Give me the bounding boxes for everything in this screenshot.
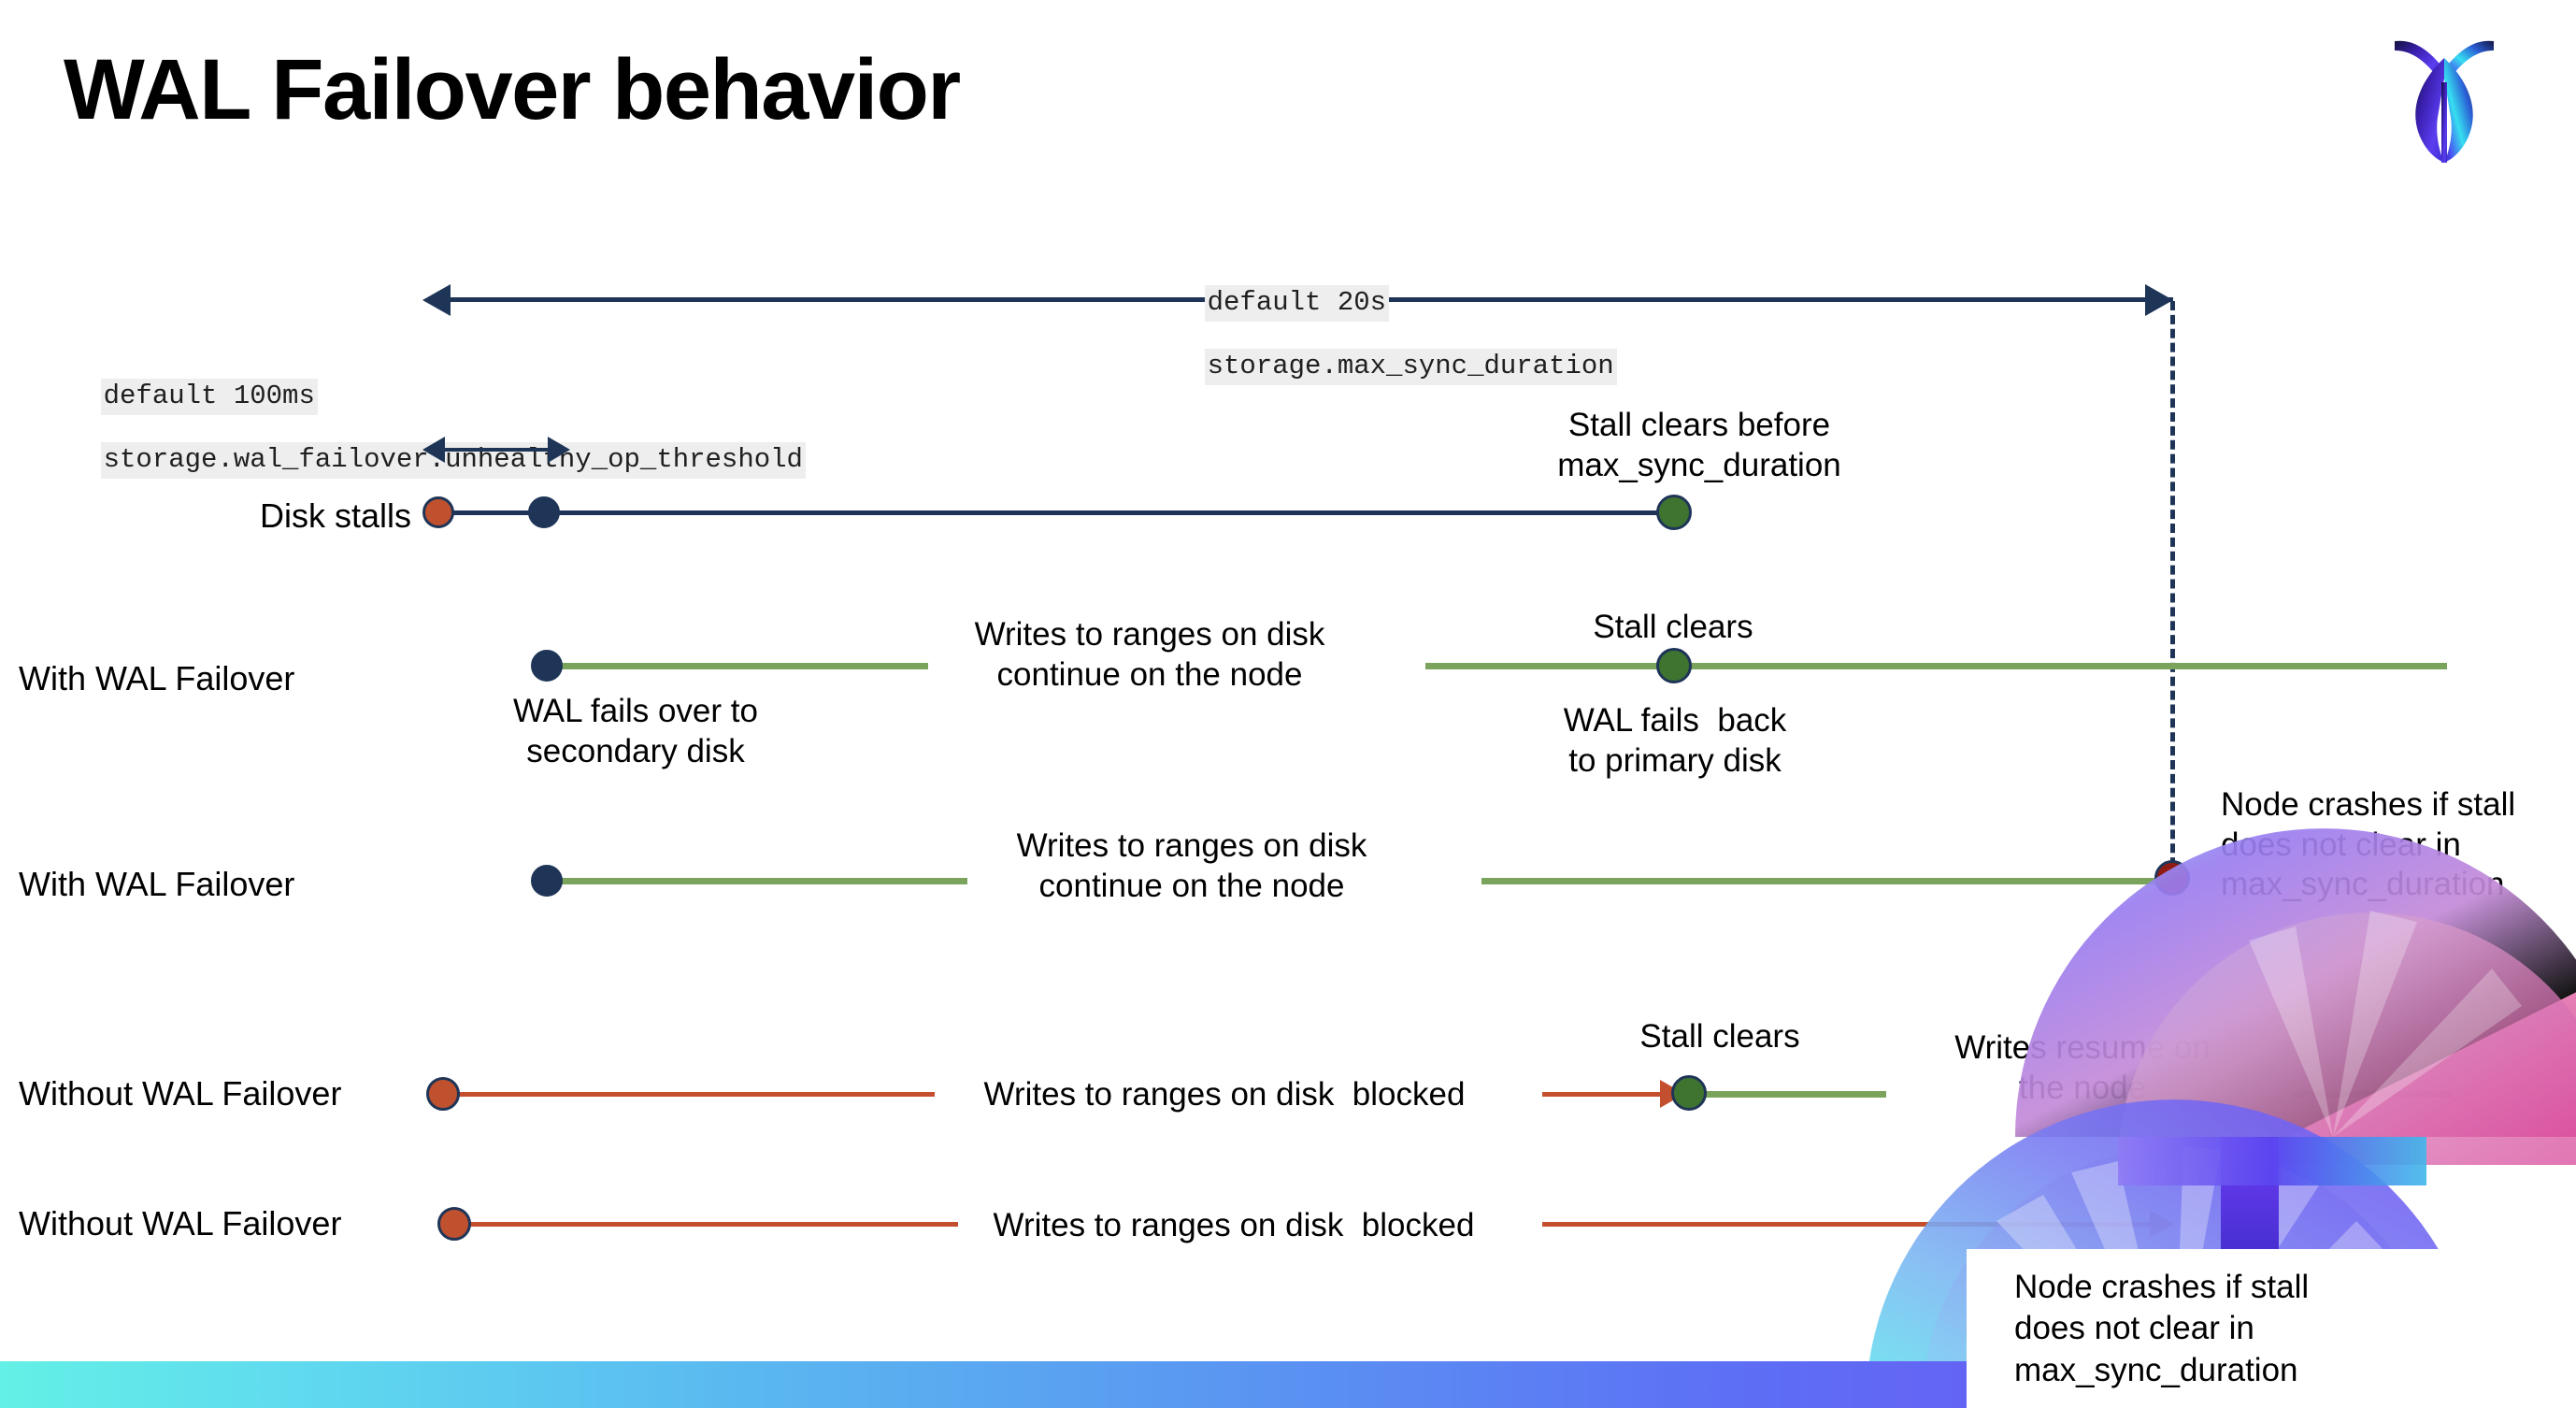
crash-callout-box xyxy=(1967,1249,2576,1408)
without-wal-failover-2-timeline-left xyxy=(458,1222,958,1227)
with-wal-failover-2-failover-dot xyxy=(531,865,563,897)
unhealthy-op-left-arrowhead xyxy=(422,437,445,463)
with-wal-failover-1-clear-note: Stall clears xyxy=(1593,609,1753,645)
unhealthy-op-right-arrowhead xyxy=(548,437,570,463)
disk-stalls-clear-note: Stall clears before max_sync_duration xyxy=(1557,407,1841,483)
unhealthy-op-threshold-annotation: default 100ms storage.wal_failover.unhea… xyxy=(36,352,806,506)
without-wal-failover-1-resume-note: Writes resume on the node xyxy=(1954,1029,2211,1106)
with-wal-failover-2-timeline-right xyxy=(1481,878,2178,884)
without-wal-failover-1-clear-dot xyxy=(1671,1075,1707,1111)
with-wal-failover-1-start-note: WAL fails over to secondary disk xyxy=(513,693,758,769)
with-wal-failover-2-crash-note: Node crashes if stall does not clear in … xyxy=(2221,786,2516,903)
without-wal-failover-1-mid-note: Writes to ranges on disk blocked xyxy=(983,1076,1466,1113)
with-wal-failover-2-timeline-left xyxy=(547,878,967,884)
with-wal-failover-1-clear-dot xyxy=(1656,648,1692,683)
without-wal-failover-2-crash-note: Node crashes if stall does not clear in … xyxy=(2014,1269,2310,1388)
row-label-disk-stalls: Disk stalls xyxy=(259,496,411,535)
without-wal-failover-2-mid-note: Writes to ranges on disk blocked xyxy=(993,1207,1475,1243)
disk-stalls-timeline xyxy=(437,510,1677,515)
row-label-without-wal-failover-2: Without WAL Failover xyxy=(19,1204,342,1243)
with-wal-failover-1-timeline-right xyxy=(1425,663,2447,669)
with-wal-failover-1-mid-note: Writes to ranges on disk continue on the… xyxy=(974,616,1325,693)
unhealthy-op-default-label: default 100ms xyxy=(100,379,318,415)
page-title: WAL Failover behavior xyxy=(64,42,961,137)
row-label-with-wal-failover-1: With WAL Failover xyxy=(19,659,295,697)
row-label-without-wal-failover-1: Without WAL Failover xyxy=(19,1074,342,1113)
without-wal-failover-1-timeline-resume xyxy=(2292,1091,2453,1098)
max-sync-duration-annotation: default 20s storage.max_sync_duration xyxy=(1139,258,1617,412)
with-wal-failover-1-failback-note: WAL fails back to primary disk xyxy=(1563,702,1787,779)
without-wal-failover-1-start-dot xyxy=(426,1077,460,1111)
row-label-with-wal-failover-2: With WAL Failover xyxy=(19,865,295,903)
without-wal-failover-1-timeline-mid xyxy=(1542,1092,1664,1097)
disk-stalls-start-dot xyxy=(422,496,454,528)
unhealthy-op-threshold-span-line xyxy=(445,448,548,452)
with-wal-failover-2-mid-note: Writes to ranges on disk continue on the… xyxy=(1016,827,1367,904)
with-wal-failover-1-timeline-left xyxy=(547,663,928,669)
max-sync-duration-dashed-guide xyxy=(2170,301,2175,881)
with-wal-failover-1-failover-dot xyxy=(531,650,563,682)
without-wal-failover-1-timeline-left xyxy=(445,1092,935,1097)
without-wal-failover-1-timeline-right xyxy=(1699,1091,1886,1098)
max-sync-right-arrowhead xyxy=(2145,284,2173,316)
without-wal-failover-2-timeline-right xyxy=(1542,1222,2167,1227)
without-wal-failover-1-clear-note: Stall clears xyxy=(1639,1018,1800,1055)
disk-stalls-threshold-dot xyxy=(528,496,560,528)
without-wal-failover-2-crash-arrowhead xyxy=(2150,1210,2174,1238)
disk-stalls-clear-dot xyxy=(1656,495,1692,530)
max-sync-default-label: default 20s xyxy=(1204,285,1390,322)
cockroachdb-logo-icon xyxy=(2389,26,2499,165)
max-sync-left-arrowhead xyxy=(422,284,451,316)
without-wal-failover-2-start-dot xyxy=(437,1207,471,1241)
with-wal-failover-2-crash-dot xyxy=(2154,860,2190,896)
max-sync-setting-label: storage.max_sync_duration xyxy=(1204,349,1617,385)
